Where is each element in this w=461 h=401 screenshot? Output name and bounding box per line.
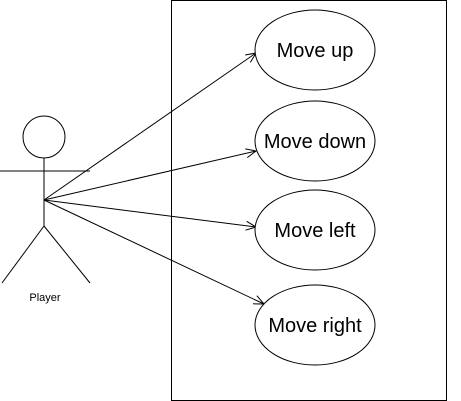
actor-head [22,115,66,159]
use-case-label: Move right [268,315,362,337]
use-case-move-left: Move left [254,189,376,271]
use-case-label: Move left [274,220,356,242]
use-case-ellipse [254,100,376,182]
actor-right-leg [43,225,91,284]
use-case-move-right: Move right [254,284,376,366]
use-case-label: Move down [264,131,366,153]
association-move-down [43,151,256,201]
use-case-ellipse [254,189,376,271]
use-case-move-down: Move down [254,100,376,182]
association-move-left [43,199,256,227]
association-move-up [43,53,256,201]
use-case-move-up: Move up [254,9,376,91]
actor-player: Player [0,115,91,304]
actor-left-leg [1,225,45,284]
use-case-ellipse [254,9,376,91]
use-case-ellipse [254,284,376,366]
use-case-label: Move up [277,40,354,62]
association-move-right [43,199,264,304]
actor-label: Player [29,292,61,304]
associations [43,53,264,304]
